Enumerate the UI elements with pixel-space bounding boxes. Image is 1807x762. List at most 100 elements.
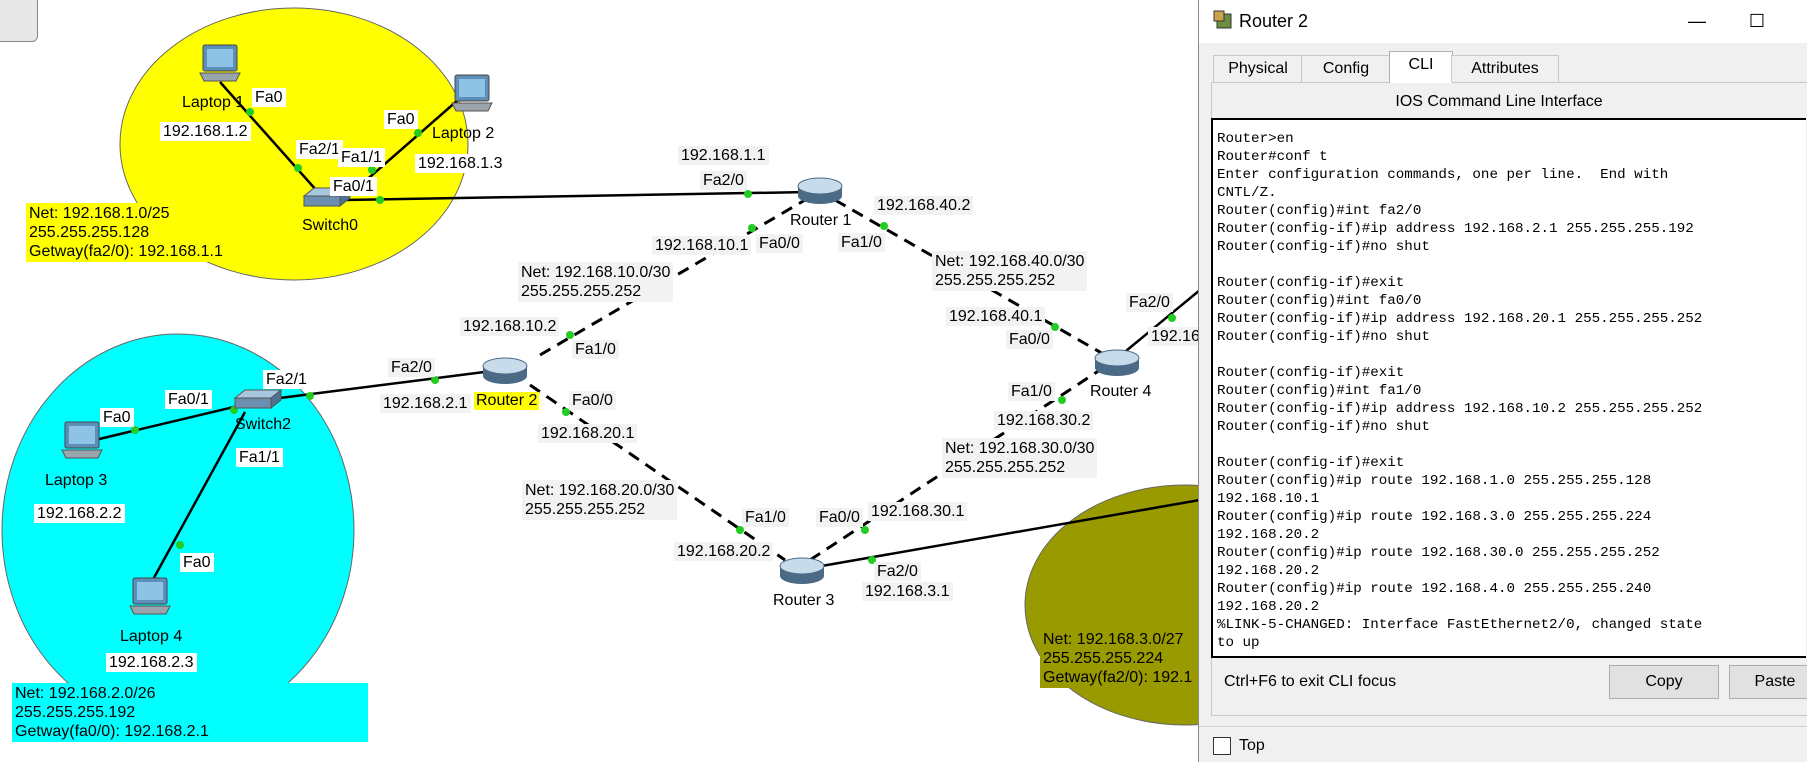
minimize-icon[interactable]: —: [1688, 11, 1706, 31]
wan-note: Net: 192.168.10.0/30 255.255.255.252: [518, 262, 674, 302]
port-label: Fa0: [384, 110, 418, 129]
lan3-note: Net: 192.168.3.0/27 255.255.255.224 Getw…: [1040, 629, 1196, 688]
router1-name: Router 1: [790, 212, 852, 229]
ip-label: 192.168.40.1: [946, 307, 1046, 326]
title-bar[interactable]: Router 2 — ☐: [1199, 0, 1807, 43]
port-label: Fa1/1: [236, 448, 283, 467]
ip-label: 192.168.1.1: [678, 146, 769, 165]
port-label: Fa0: [180, 553, 214, 572]
port-label: Fa2/0: [388, 358, 435, 377]
link-router2-router3: [529, 383, 786, 562]
laptop3-name: Laptop 3: [45, 472, 108, 489]
router2-window: Router 2 — ☐ Physical Config CLI Attribu…: [1198, 0, 1807, 762]
lan1-note: Net: 192.168.1.0/25 255.255.255.128 Getw…: [26, 203, 226, 262]
ip-label: 192.168.2.3: [106, 653, 197, 672]
ip-label: 192.168.2.1: [380, 394, 471, 413]
router4-name: Router 4: [1090, 383, 1152, 400]
router2-name: Router 2: [474, 392, 540, 410]
link-laptop1-switch0: [219, 81, 326, 201]
link-router2-router1: [539, 198, 806, 357]
window-title: Router 2: [1239, 11, 1309, 31]
ip-label: 192.16: [1148, 327, 1200, 346]
router-icon[interactable]: [1094, 349, 1140, 376]
tab-cli[interactable]: CLI: [1389, 51, 1453, 83]
ip-label: 192.168.1.2: [160, 122, 251, 141]
footer-divider: [1199, 726, 1807, 727]
port-label: Fa1/1: [338, 148, 385, 167]
link-switch0-router1: [344, 190, 811, 202]
link-laptop2-switch0: [354, 99, 459, 191]
link-router3-router4: [809, 368, 1101, 562]
tab-config[interactable]: Config: [1301, 55, 1391, 82]
laptop-icon[interactable]: [129, 577, 171, 615]
ip-label: 192.168.20.1: [538, 424, 638, 443]
paste-button[interactable]: Paste: [1729, 665, 1807, 699]
port-label: Fa1/0: [742, 508, 789, 527]
link-router3-lan3: [809, 498, 1200, 570]
laptop-icon[interactable]: [199, 44, 241, 82]
port-label: Fa0/0: [816, 508, 863, 527]
lan2-note: Net: 192.168.2.0/26 255.255.255.192 Getw…: [12, 683, 368, 742]
port-label: Fa0/0: [569, 391, 616, 410]
link-laptop4-switch2: [148, 411, 247, 586]
port-label: Fa1/0: [1008, 382, 1055, 401]
port-label: Fa0/1: [330, 177, 377, 196]
link-laptop3-switch2: [94, 400, 256, 442]
topology-drawing: [1, 7, 1200, 727]
link-endpoints: [131, 108, 1176, 564]
switch-icon[interactable]: [233, 388, 283, 410]
router-icon[interactable]: [779, 557, 825, 584]
ip-label: 192.168.30.2: [994, 411, 1094, 430]
link-router4-fa20: [1114, 289, 1200, 361]
port-label: Fa2/0: [700, 171, 747, 190]
port-label: Fa1/0: [838, 233, 885, 252]
ip-label: 192.168.10.1: [652, 236, 752, 255]
tab-attributes[interactable]: Attributes: [1451, 55, 1559, 82]
ip-label: 192.168.1.3: [415, 154, 506, 173]
port-label: Fa2/1: [296, 140, 343, 159]
port-label: Fa0/1: [165, 390, 212, 409]
port-label: Fa0: [252, 88, 286, 107]
router-icon[interactable]: [797, 177, 843, 204]
port-label: Fa2/0: [874, 562, 921, 581]
laptop-icon[interactable]: [61, 421, 103, 459]
ip-label: 192.168.30.1: [868, 502, 968, 521]
wan-note: Net: 192.168.40.0/30 255.255.255.252: [932, 251, 1088, 291]
port-label: Fa2/0: [1126, 293, 1173, 312]
switch0-name: Switch0: [302, 217, 359, 234]
copy-button[interactable]: Copy: [1609, 665, 1719, 699]
port-label: Fa0/0: [756, 234, 803, 253]
cli-heading: IOS Command Line Interface: [1395, 93, 1603, 110]
laptop-icon[interactable]: [451, 74, 493, 112]
laptop2-name: Laptop 2: [432, 125, 495, 142]
wan-note: Net: 192.168.20.0/30 255.255.255.252: [522, 480, 678, 520]
top-checkbox-label: Top: [1239, 737, 1265, 754]
laptop4-name: Laptop 4: [120, 628, 183, 645]
switch2-name: Switch2: [235, 416, 292, 433]
cli-output[interactable]: Router>en Router#conf t Enter configurat…: [1217, 131, 1703, 651]
cli-console[interactable]: Router>en Router#conf t Enter configurat…: [1211, 118, 1806, 658]
port-label: Fa0: [100, 408, 134, 427]
port-label: Fa2/1: [263, 370, 310, 389]
router-icon[interactable]: [482, 357, 528, 384]
maximize-icon[interactable]: ☐: [1748, 11, 1766, 31]
link-router1-router4: [834, 198, 1106, 357]
ip-label: 192.168.10.2: [460, 317, 560, 336]
packet-tracer-app-icon: [1213, 10, 1232, 29]
link-switch2-router2: [279, 368, 501, 400]
ip-label: 192.168.40.2: [874, 196, 974, 215]
ip-label: 192.168.20.2: [674, 542, 774, 561]
laptop1-name: Laptop 1: [182, 94, 245, 111]
tab-physical[interactable]: Physical: [1213, 55, 1303, 82]
top-checkbox[interactable]: [1213, 737, 1231, 755]
port-label: Fa0/0: [1006, 330, 1053, 349]
ip-label: 192.168.3.1: [862, 582, 953, 601]
wan-note: Net: 192.168.30.0/30 255.255.255.252: [942, 438, 1098, 478]
topology-canvas[interactable]: Laptop 1 Laptop 2 Switch0 Router 1 Route…: [0, 0, 1200, 762]
router3-name: Router 3: [773, 592, 835, 609]
toolbar-fragment[interactable]: [0, 0, 38, 42]
cli-focus-hint: Ctrl+F6 to exit CLI focus: [1224, 673, 1397, 690]
port-label: Fa1/0: [572, 340, 619, 359]
ip-label: 192.168.2.2: [34, 504, 125, 523]
lan3-area: [1024, 484, 1200, 726]
